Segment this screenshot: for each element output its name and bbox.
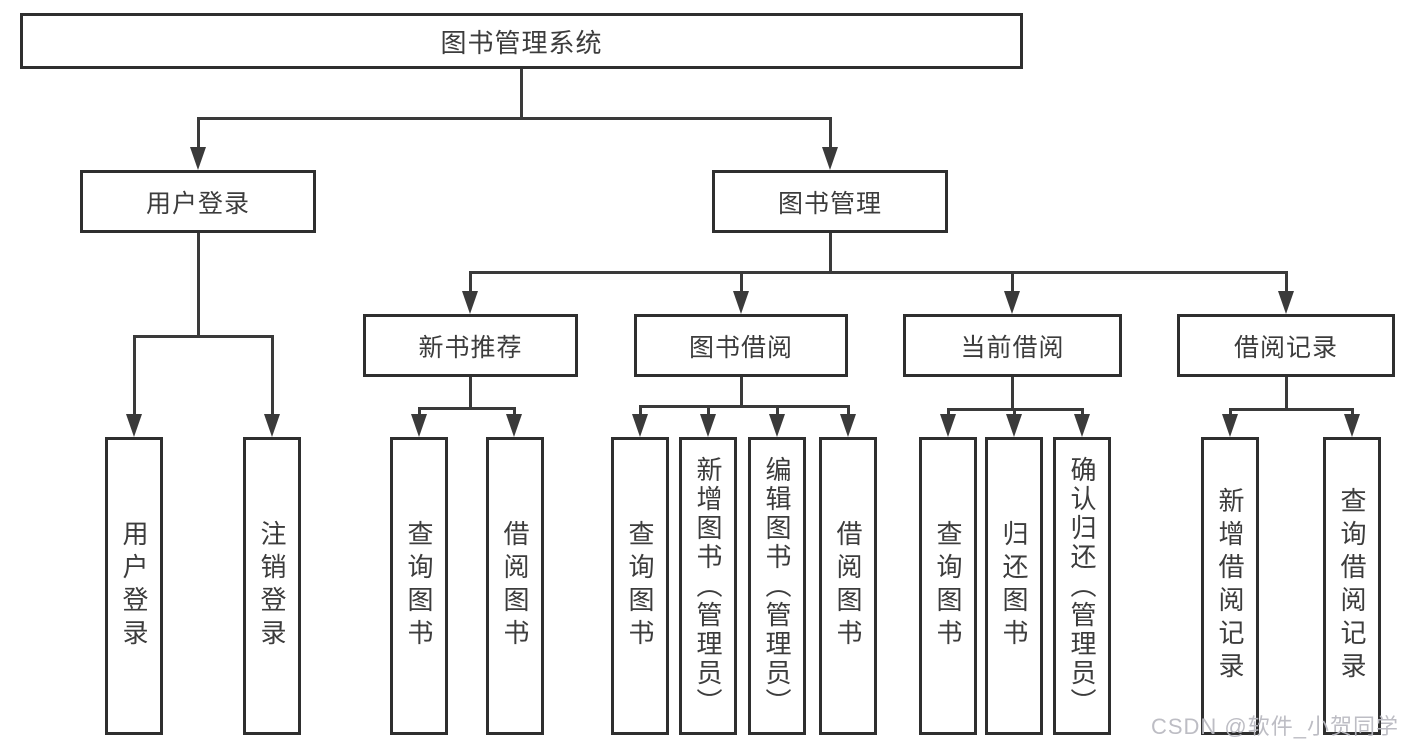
leaf-return-book-label: 归还图书 (999, 520, 1029, 652)
connector-line (829, 233, 832, 273)
arrowhead-icon (190, 147, 206, 170)
connector-line (271, 336, 274, 420)
arrowhead-icon (733, 291, 749, 314)
connector-line (639, 405, 850, 408)
arrowhead-icon (1074, 414, 1090, 437)
connector-line (520, 69, 523, 119)
watermark: CSDN @软件_小贺同学 (1150, 714, 1399, 739)
leaf-logout: 注销登录 (243, 437, 301, 735)
connector-line (469, 377, 472, 409)
leaf-add-borrow-record: 新增借阅记录 (1201, 437, 1259, 735)
connector-line (707, 406, 710, 420)
arrowhead-icon (1222, 414, 1238, 437)
leaf-query-book-borrow: 查询图书 (611, 437, 669, 735)
arrowhead-icon (1344, 414, 1360, 437)
node-book-borrow: 图书借阅 (634, 314, 848, 377)
connector-line (639, 406, 642, 420)
leaf-confirm-return-admin-label: 确认归还（管理员） (1067, 455, 1097, 717)
node-new-book-recommend: 新书推荐 (363, 314, 578, 377)
connector-line (1011, 272, 1014, 297)
leaf-add-book-admin-label: 新增图书（管理员） (693, 455, 723, 717)
node-user-login-label: 用户登录 (145, 189, 250, 218)
arrowhead-icon (840, 414, 856, 437)
node-current-borrow-label: 当前借阅 (960, 333, 1065, 362)
leaf-return-book: 归还图书 (985, 437, 1043, 735)
leaf-query-book-current: 查询图书 (919, 437, 977, 735)
arrowhead-icon (1006, 414, 1022, 437)
leaf-logout-label: 注销登录 (257, 520, 287, 652)
connector-line (1011, 377, 1014, 410)
arrowhead-icon (700, 414, 716, 437)
node-book-management-label: 图书管理 (777, 189, 882, 218)
arrowhead-icon (822, 147, 838, 170)
leaf-query-book-current-label: 查询图书 (933, 520, 963, 652)
node-user-login: 用户登录 (80, 170, 316, 233)
arrowhead-icon (126, 414, 142, 437)
connector-line (1285, 272, 1288, 297)
leaf-user-login: 用户登录 (105, 437, 163, 735)
arrowhead-icon (462, 291, 478, 314)
leaf-add-book-admin: 新增图书（管理员） (679, 437, 737, 735)
leaf-edit-book-admin-label: 编辑图书（管理员） (762, 455, 792, 717)
node-book-management: 图书管理 (712, 170, 948, 233)
node-current-borrow: 当前借阅 (903, 314, 1122, 377)
leaf-borrow-book: 借阅图书 (819, 437, 877, 735)
node-root: 图书管理系统 (20, 13, 1023, 69)
connector-line (1229, 408, 1354, 411)
connector-line (829, 118, 832, 152)
arrowhead-icon (1278, 291, 1294, 314)
node-borrow-record-label: 借阅记录 (1233, 333, 1338, 362)
arrowhead-icon (769, 414, 785, 437)
leaf-user-login-label: 用户登录 (119, 520, 149, 652)
arrowhead-icon (264, 414, 280, 437)
connector-line (469, 271, 1288, 274)
arrowhead-icon (940, 414, 956, 437)
connector-line (1285, 377, 1288, 410)
connector-line (847, 406, 850, 420)
node-new-book-recommend-label: 新书推荐 (418, 333, 523, 362)
arrowhead-icon (1004, 291, 1020, 314)
connector-line (133, 336, 136, 420)
connector-line (947, 408, 1084, 411)
leaf-borrow-book-recommend: 借阅图书 (486, 437, 544, 735)
connector-line (418, 407, 516, 410)
arrowhead-icon (506, 414, 522, 437)
connector-line (197, 233, 200, 337)
connector-line (776, 406, 779, 420)
leaf-query-book-recommend: 查询图书 (390, 437, 448, 735)
leaf-query-book-borrow-label: 查询图书 (625, 520, 655, 652)
node-borrow-record: 借阅记录 (1177, 314, 1395, 377)
connector-line (197, 118, 200, 152)
leaf-query-borrow-record: 查询借阅记录 (1323, 437, 1381, 735)
connector-line (740, 377, 743, 407)
leaf-query-borrow-record-label: 查询借阅记录 (1337, 487, 1367, 685)
connector-line (469, 272, 472, 297)
leaf-query-book-recommend-label: 查询图书 (404, 520, 434, 652)
node-book-borrow-label: 图书借阅 (688, 333, 793, 362)
leaf-borrow-book-recommend-label: 借阅图书 (500, 520, 530, 652)
leaf-add-borrow-record-label: 新增借阅记录 (1215, 487, 1245, 685)
arrowhead-icon (632, 414, 648, 437)
node-root-label: 图书管理系统 (440, 27, 603, 58)
arrowhead-icon (411, 414, 427, 437)
leaf-confirm-return-admin: 确认归还（管理员） (1053, 437, 1111, 735)
leaf-borrow-book-label: 借阅图书 (833, 520, 863, 652)
leaf-edit-book-admin: 编辑图书（管理员） (748, 437, 806, 735)
connector-line (197, 117, 832, 120)
connector-line (740, 272, 743, 297)
connector-line (133, 335, 274, 338)
